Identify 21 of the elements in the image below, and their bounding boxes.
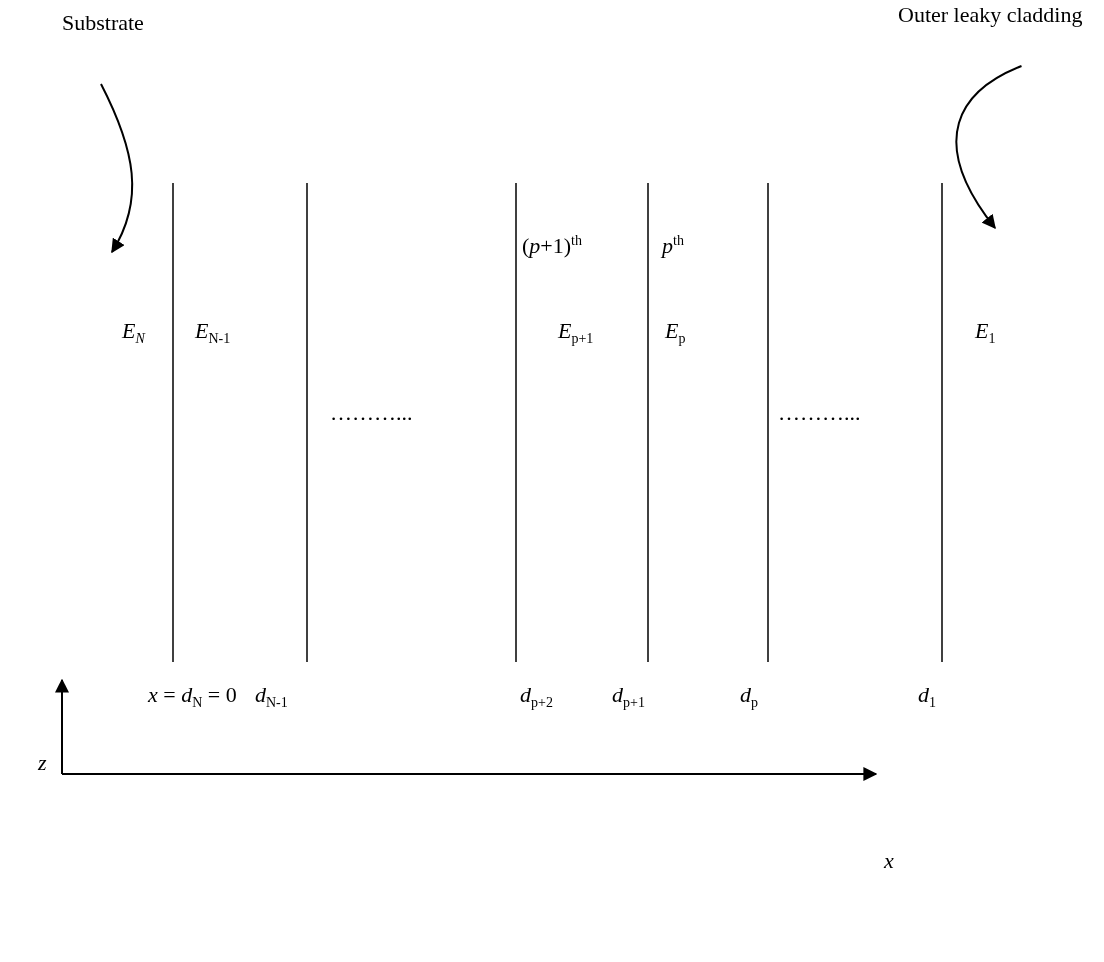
position-label: d$_{1}$ [918,682,936,713]
axis-label: z [38,750,47,776]
field-symbol: E$_{1}$ [975,318,996,349]
position-label: d$_{p+1}$ [612,682,645,713]
field-symbol: E$_{p+1}$ [558,318,594,349]
position-label: d$_{p+2}$ [520,682,553,713]
layer-ordinal-label: (p+1)$^{th}$ [522,232,582,260]
axis-label: x [884,848,894,874]
ellipsis-dots: ………... [778,400,861,426]
position-label: d$_{p}$ [740,682,758,713]
position-label: x = d$_{N}$ = 0 [148,682,237,713]
leader-arrow [100,83,134,254]
layer-ordinal-label: p$^{th}$ [662,232,684,260]
callout-label: Outer leaky cladding [898,2,1083,28]
field-symbol: E$_{p}$ [665,318,686,349]
field-symbol: E$_{N}$ [122,318,145,349]
position-label: d$_{N-1}$ [255,682,288,713]
ellipsis-dots: ………... [330,400,413,426]
field-symbol: E$_{N-1}$ [195,318,231,349]
callout-label: Substrate [62,10,144,36]
leader-arrow [955,65,1023,230]
